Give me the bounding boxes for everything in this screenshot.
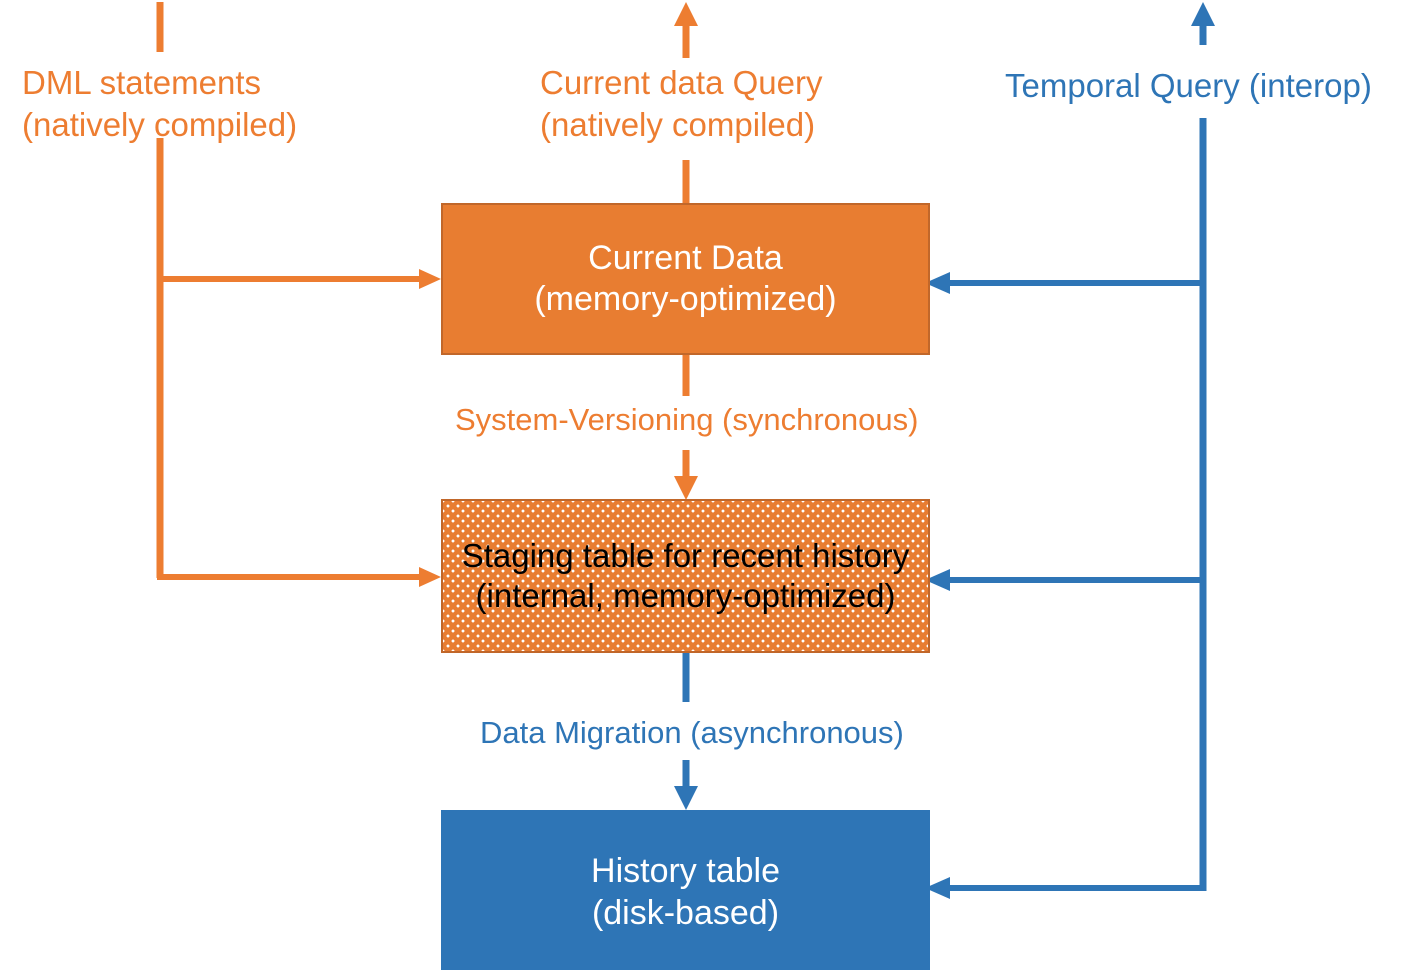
label-system-versioning: System-Versioning (synchronous) [455, 402, 919, 437]
node-staging-table-label: Staging table for recent history (intern… [461, 536, 910, 614]
node-current-data[interactable]: Current Data (memory-optimized) [441, 203, 930, 355]
temporal-query-arrowhead [1191, 2, 1215, 26]
node-history-table[interactable]: History table (disk-based) [441, 810, 930, 970]
node-history-table-label: History table (disk-based) [591, 852, 780, 932]
dml-to-staging-table-arrowhead [419, 567, 441, 587]
node-staging-table[interactable]: Staging table for recent history (intern… [441, 499, 930, 653]
dml-to-current-data-arrowhead [419, 269, 441, 289]
data-migration-arrowhead [674, 786, 698, 810]
system-versioning-arrowhead [674, 476, 698, 500]
temporal-query-to-staging-table-arrowhead [925, 569, 950, 591]
current-data-query-arrowhead [674, 2, 698, 26]
label-temporal-query: Temporal Query (interop) [1005, 67, 1372, 104]
node-current-data-label: Current Data (memory-optimized) [534, 238, 837, 318]
label-data-migration: Data Migration (asynchronous) [480, 715, 904, 750]
temporal-query-to-current-data-arrowhead [925, 272, 950, 294]
label-current-data-query: Current data Query (natively compiled) [540, 64, 823, 143]
temporal-query-to-history-table-arrowhead [925, 877, 950, 899]
label-dml-statements: DML statements (natively compiled) [22, 64, 298, 143]
